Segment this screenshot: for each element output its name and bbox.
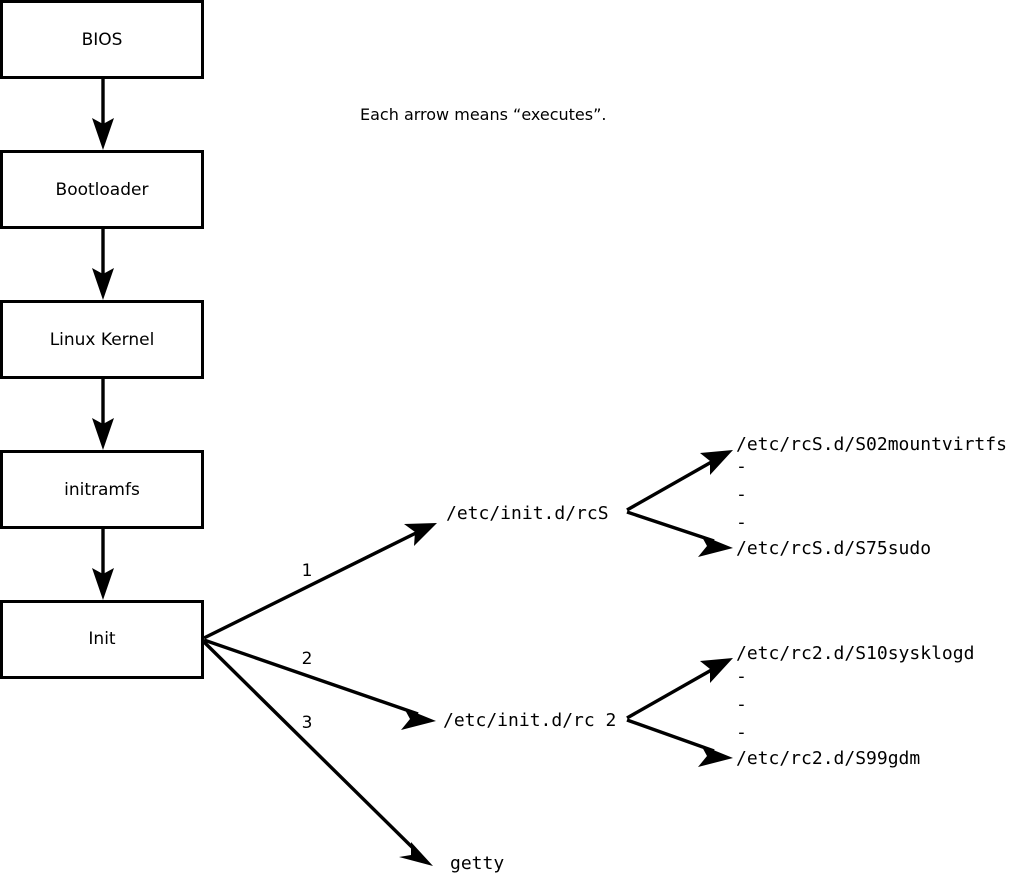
init-box [0, 600, 204, 679]
arrow-rc2-to-first-script [626, 658, 733, 720]
rc2-script-first: /etc/rc2.d/S10sysklogd [736, 643, 974, 664]
rcs-script-last: /etc/rcS.d/S75sudo [736, 538, 931, 559]
arrow-head-icon [401, 708, 436, 730]
arrow-head-icon [92, 268, 114, 300]
initramfs-label: initramfs [64, 480, 140, 500]
arrow-head-icon [700, 658, 733, 683]
arrow-rcs-to-last-script [626, 510, 733, 557]
arrow-head-icon [399, 842, 433, 866]
bootloader-box [0, 150, 204, 229]
arrow-init-branch-2 [203, 638, 436, 730]
diagram-caption: Each arrow means “executes”. [360, 105, 606, 124]
arrow-head-icon [404, 523, 437, 546]
arrow-head-icon [700, 450, 733, 475]
bios-box [0, 0, 204, 79]
initramfs-box [0, 450, 204, 529]
rcs-ellipsis-dash: - [736, 512, 747, 533]
arrow-bootloader-to-kernel [92, 228, 114, 300]
node-bootloader: Bootloader [0, 150, 204, 229]
arrow-head-icon [92, 118, 114, 150]
branch-number-2: 2 [302, 649, 313, 669]
node-bios: BIOS [0, 0, 204, 79]
arrow-rcs-to-first-script [626, 450, 733, 512]
arrow-rc2-to-last-script [626, 718, 733, 767]
init-label: Init [88, 629, 116, 649]
arrow-kernel-to-initramfs [92, 378, 114, 450]
rc2-ellipsis-dash: - [736, 694, 747, 715]
linux-kernel-label: Linux Kernel [50, 330, 155, 350]
rc2-script-last: /etc/rc2.d/S99gdm [736, 748, 920, 769]
arrow-initramfs-to-init [92, 528, 114, 600]
rc2-ellipsis-dash: - [736, 722, 747, 743]
branch-number-3: 3 [302, 713, 313, 733]
rcs-script-first: /etc/rcS.d/S02mountvirtfs [736, 434, 1007, 455]
arrow-init-branch-1 [203, 523, 437, 640]
node-initramfs: initramfs [0, 450, 204, 529]
node-init: Init [0, 600, 204, 679]
arrow-head-icon [698, 535, 733, 557]
rcs-ellipsis-dash: - [736, 484, 747, 505]
rc2-ellipsis-dash: - [736, 666, 747, 687]
bios-label: BIOS [82, 30, 123, 50]
linux-kernel-box [0, 300, 204, 379]
arrow-head-icon [92, 418, 114, 450]
arrow-head-icon [698, 745, 733, 767]
arrow-head-icon [92, 568, 114, 600]
getty-target-label: getty [450, 853, 504, 874]
bootloader-label: Bootloader [56, 180, 149, 200]
rc2-target-label: /etc/init.d/rc 2 [443, 710, 616, 731]
rcs-ellipsis-dash: - [736, 456, 747, 477]
arrow-bios-to-bootloader [92, 78, 114, 150]
rcs-target-label: /etc/init.d/rcS [446, 503, 609, 524]
arrow-init-branch-3 [202, 640, 433, 866]
node-linux-kernel: Linux Kernel [0, 300, 204, 379]
branch-number-1: 1 [302, 561, 313, 581]
